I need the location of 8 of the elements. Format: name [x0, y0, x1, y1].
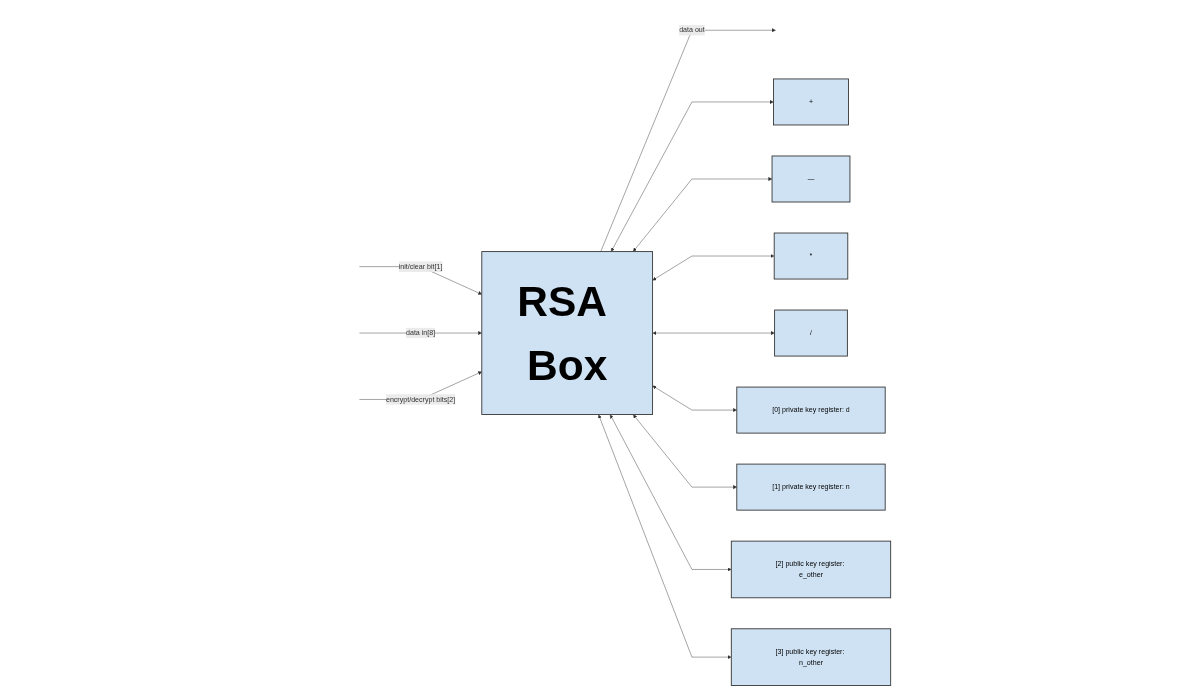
arrow [652, 254, 775, 281]
node-box: RSA Box [481, 251, 654, 415]
arrow [598, 414, 732, 660]
arrow [652, 331, 776, 335]
arrow [633, 414, 738, 490]
arrow [652, 385, 738, 413]
arrow [610, 414, 732, 572]
arrow [633, 177, 773, 252]
